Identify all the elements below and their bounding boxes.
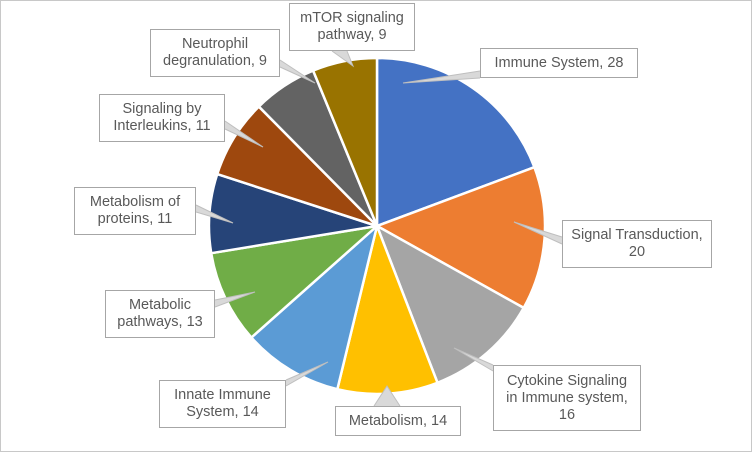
data-label-signal-transduction[interactable]: Signal Transduction, 20 <box>562 220 712 268</box>
data-label-metabolism[interactable]: Metabolism, 14 <box>335 406 461 436</box>
data-label-cytokine-signaling-in-immune-system[interactable]: Cytokine Signaling in Immune system, 16 <box>493 365 641 431</box>
data-label-metabolism-of-proteins[interactable]: Metabolism of proteins, 11 <box>74 187 196 235</box>
data-label-innate-immune-system[interactable]: Innate Immune System, 14 <box>159 380 286 428</box>
data-label-neutrophil-degranulation[interactable]: Neutrophil degranulation, 9 <box>150 29 280 77</box>
pie-slice-immune-system[interactable] <box>375 56 536 228</box>
data-label-signaling-by-interleukins[interactable]: Signaling by Interleukins, 11 <box>99 94 225 142</box>
data-label-mtor-signaling-pathway[interactable]: mTOR signaling pathway, 9 <box>289 3 415 51</box>
data-label-metabolic-pathways[interactable]: Metabolic pathways, 13 <box>105 290 215 338</box>
data-label-immune-system[interactable]: Immune System, 28 <box>480 48 638 78</box>
